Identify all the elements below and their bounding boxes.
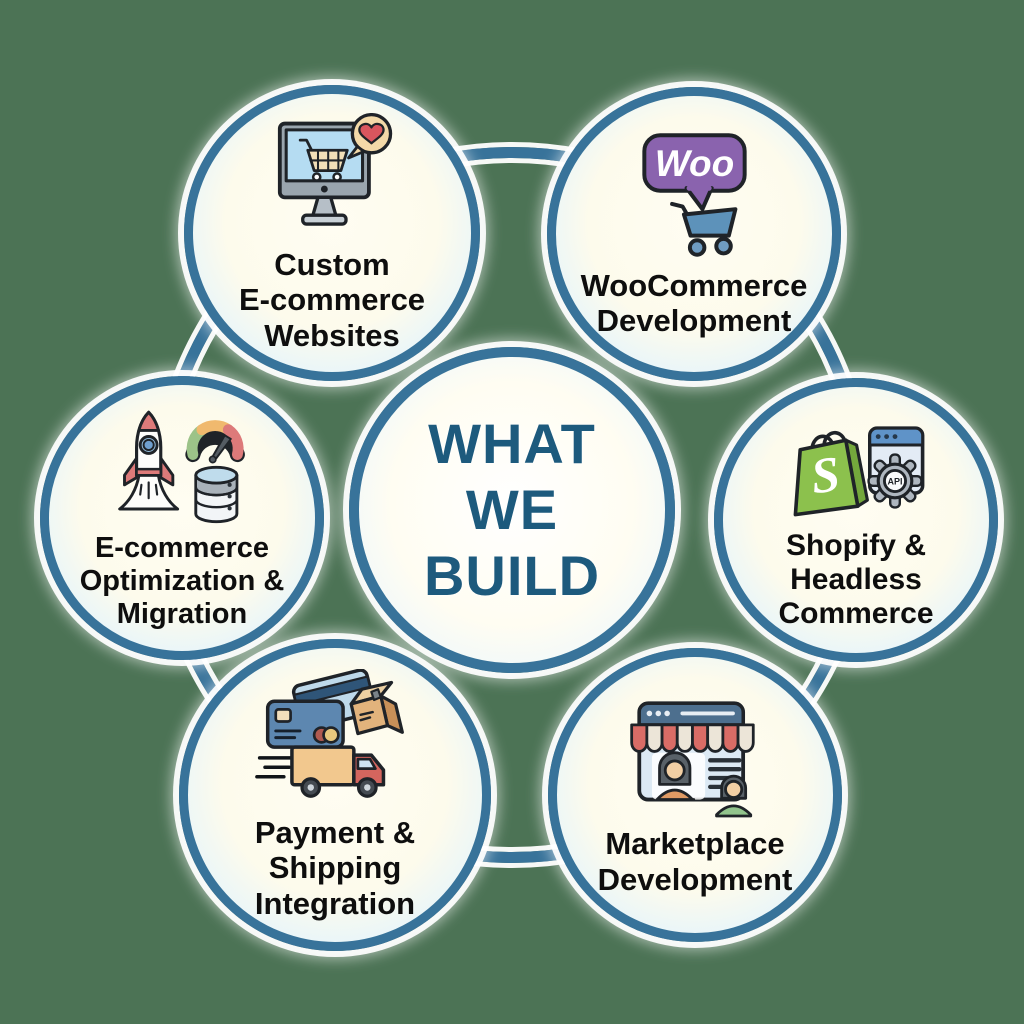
node-marketplace-development: Marketplace Development: [548, 648, 842, 942]
node-payment-shipping-integration: Payment & Shipping Integration: [179, 639, 491, 951]
node-label: Payment & Shipping Integration: [254, 815, 416, 921]
node-woocommerce-development: Woo WooCommerce Development: [547, 87, 841, 381]
storefront-sellers-icon: [630, 701, 755, 818]
monitor-cart-heart-icon: [277, 113, 393, 227]
api-gear-text: API: [887, 477, 902, 487]
node-label: Shopify & Headless Commerce: [778, 529, 934, 630]
node-label: Custom E-commerce Websites: [238, 247, 426, 353]
node-label: Marketplace Development: [597, 826, 793, 897]
woo-logo-text: Woo: [654, 143, 733, 184]
credit-cards-parcel-truck-icon: [255, 669, 404, 799]
rocket-speedometer-database-icon: [117, 411, 245, 524]
shopify-s-letter: S: [808, 445, 843, 504]
node-custom-ecommerce-websites: Custom E-commerce Websites: [184, 85, 480, 381]
node-label: E-commerce Optimization & Migration: [79, 532, 285, 630]
center-title: WHAT WE BUILD: [423, 411, 601, 608]
node-shopify-headless-commerce: S API Shopify & Headless Commerce: [714, 378, 998, 662]
node-label: WooCommerce Development: [580, 267, 808, 338]
shopify-bag-api-gear-icon: S API: [793, 426, 925, 517]
node-ecommerce-optimization-migration: E-commerce Optimization & Migration: [40, 376, 324, 660]
woo-speech-bubble-cart-icon: Woo: [641, 133, 747, 257]
center-circle: WHAT WE BUILD: [349, 347, 675, 673]
